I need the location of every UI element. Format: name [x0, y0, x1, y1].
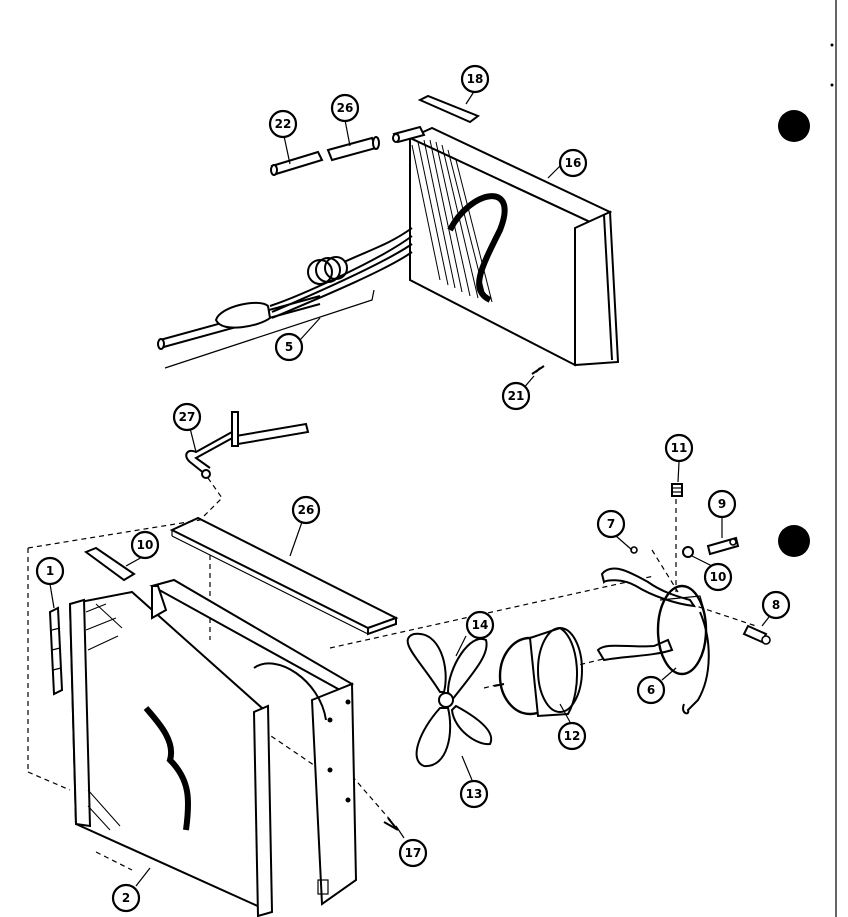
- svg-text:26: 26: [337, 101, 354, 115]
- svg-text:21: 21: [508, 389, 525, 403]
- callout-21: 21: [501, 381, 531, 411]
- bolt-11: [671, 483, 683, 497]
- callout-14: 14: [465, 610, 495, 640]
- callout-12: 12: [557, 721, 587, 751]
- capillary-tubing: [157, 227, 413, 369]
- callout-9: 9: [707, 489, 737, 519]
- coil-stub: [392, 125, 426, 144]
- svg-text:2: 2: [122, 891, 130, 905]
- callout-17: 17: [398, 838, 428, 868]
- tube-26-upper: [326, 136, 380, 162]
- screw-21: [531, 365, 545, 375]
- callout-22: 22: [268, 109, 298, 139]
- svg-text:22: 22: [275, 117, 292, 131]
- svg-text:16: 16: [565, 156, 582, 170]
- svg-text:10: 10: [710, 570, 727, 584]
- svg-text:6: 6: [647, 683, 655, 697]
- evaporator-coil: [68, 590, 274, 917]
- svg-text:11: 11: [671, 441, 688, 455]
- bracket-1: [48, 606, 64, 696]
- callout-8: 8: [761, 590, 791, 620]
- edge-marks: [830, 0, 837, 917]
- washer-10: [682, 546, 694, 558]
- registration-dot-top: [778, 110, 810, 142]
- svg-text:10: 10: [137, 538, 154, 552]
- callout-26-upper: 26: [330, 93, 360, 123]
- svg-text:18: 18: [467, 72, 484, 86]
- callout-16: 16: [558, 148, 588, 178]
- svg-text:26: 26: [298, 503, 315, 517]
- callout-18-upper: 18: [460, 64, 490, 94]
- fan-blade: [406, 632, 493, 768]
- panel-26-lower: [169, 516, 399, 636]
- svg-text:7: 7: [607, 517, 615, 531]
- svg-text:9: 9: [718, 497, 726, 511]
- fan-motor: [493, 626, 583, 718]
- fastener-7: [630, 546, 638, 554]
- svg-text:12: 12: [564, 729, 581, 743]
- fan-shroud: [149, 578, 358, 906]
- callout-6: 6: [636, 675, 666, 705]
- svg-text:5: 5: [285, 340, 293, 354]
- svg-text:8: 8: [772, 598, 780, 612]
- callout-2: 2: [111, 883, 141, 913]
- callout-10-upper: 10: [130, 530, 160, 560]
- callout-5: 5: [274, 332, 304, 362]
- callout-11: 11: [664, 433, 694, 463]
- callout-26-lower: 26: [291, 495, 321, 525]
- svg-text:27: 27: [179, 410, 196, 424]
- callout-1: 1: [35, 556, 65, 586]
- screw-8: [742, 624, 771, 645]
- condenser-coil: [407, 126, 620, 367]
- callout-27: 27: [172, 402, 202, 432]
- strip-18-upper: [417, 94, 481, 124]
- svg-text:13: 13: [466, 787, 483, 801]
- callout-10-lower: 10: [703, 562, 733, 592]
- screw-17: [383, 817, 399, 831]
- svg-text:1: 1: [46, 564, 54, 578]
- callout-13: 13: [459, 779, 489, 809]
- callout-7: 7: [596, 509, 626, 539]
- strip-10: [83, 546, 136, 582]
- bolt-9: [706, 536, 740, 556]
- tube-27: [185, 411, 310, 479]
- svg-text:17: 17: [405, 846, 422, 860]
- registration-dot-bottom: [778, 525, 810, 557]
- svg-text:14: 14: [472, 618, 489, 632]
- tube-22: [270, 150, 324, 176]
- motor-mount: [596, 567, 710, 715]
